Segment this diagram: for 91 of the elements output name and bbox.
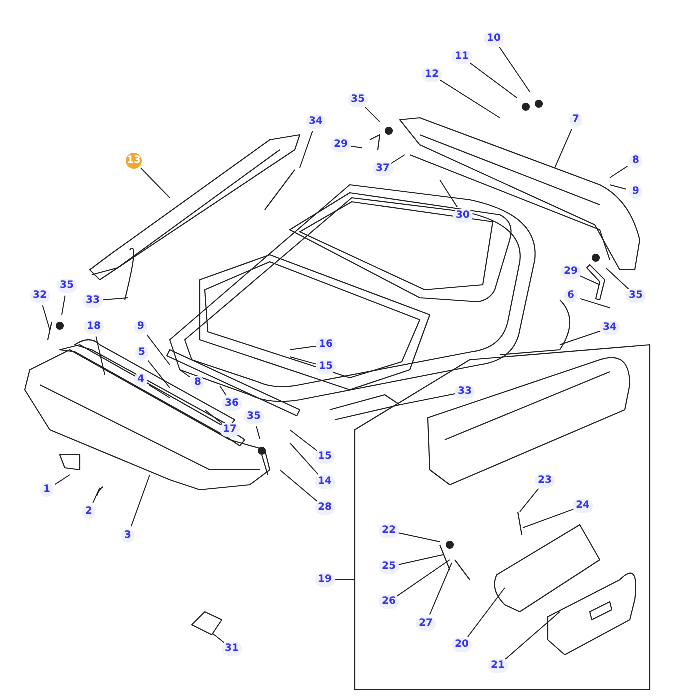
leader-line (102, 298, 128, 301)
leader-line (505, 612, 560, 660)
callout-number: 8 (192, 376, 204, 390)
leader-line (180, 370, 190, 378)
leader-line (554, 128, 572, 168)
callout-number: 10 (484, 32, 504, 46)
leader-line (280, 470, 318, 502)
leader-line (300, 130, 314, 168)
leader-line (396, 560, 450, 597)
callout-number: 2 (82, 505, 96, 519)
leader-line (220, 386, 227, 396)
callout-number: 13 (126, 153, 142, 169)
callout-number: 7 (570, 113, 582, 127)
leader-line (499, 46, 530, 92)
leader-line (350, 146, 362, 148)
leader-line (398, 554, 444, 566)
callout-number: 36 (222, 397, 242, 411)
callout-number: 27 (416, 617, 436, 631)
callout-number: 35 (244, 410, 264, 424)
leader-line (290, 430, 318, 452)
callout-number: 34 (306, 115, 326, 129)
leader-line (204, 410, 223, 424)
callout-number: 9 (134, 320, 148, 334)
callout-number: 5 (136, 346, 148, 360)
callout-number: 9 (630, 185, 642, 199)
leader-line (580, 276, 600, 286)
leader-line (520, 488, 540, 512)
callout-number: 14 (315, 475, 335, 489)
leader-line (522, 508, 574, 528)
leader-line (256, 426, 260, 440)
callout-number: 29 (331, 138, 351, 152)
callout-number: 34 (600, 321, 620, 335)
leader-line (92, 488, 100, 504)
callout-number: 32 (30, 289, 50, 303)
leader-line (140, 168, 170, 198)
leader-line (440, 80, 500, 118)
leader-line (148, 360, 170, 388)
leader-line (610, 166, 628, 178)
leader-line (146, 334, 170, 366)
callout-number: 11 (452, 50, 472, 64)
callout-number: 26 (379, 595, 399, 609)
leader-line (580, 298, 610, 308)
leader-line (610, 184, 627, 190)
callout-number: 16 (316, 338, 336, 352)
callout-number: 30 (453, 209, 473, 223)
callout-number: 28 (315, 501, 335, 515)
leader-line (149, 384, 170, 398)
leader-line (400, 393, 456, 406)
callout-number: 3 (122, 529, 134, 543)
callout-number: 29 (561, 265, 581, 279)
leader-line (429, 562, 452, 616)
callout-number: 8 (630, 154, 642, 168)
callout-number: 35 (626, 289, 646, 303)
callout-number: 33 (83, 294, 103, 308)
leader-line (398, 532, 440, 542)
callout-number: 24 (573, 499, 593, 513)
leader-line (290, 442, 319, 476)
leader-line (440, 180, 458, 208)
leader-line (606, 268, 630, 290)
callout-number: 1 (40, 483, 54, 497)
callout-number: 20 (452, 638, 472, 652)
callout-number: 21 (488, 659, 508, 673)
callout-number: 31 (222, 642, 242, 656)
leader-line (290, 346, 317, 350)
callout-number: 17 (220, 423, 240, 437)
callout-number: 18 (84, 320, 104, 334)
callout-number: 25 (379, 560, 399, 574)
leader-line (62, 295, 66, 316)
callout-number: 35 (348, 93, 368, 107)
leader-line (54, 474, 70, 486)
leader-line (364, 106, 380, 122)
callout-number: 19 (315, 573, 335, 587)
callout-number: 15 (315, 450, 335, 464)
callout-number: 12 (422, 68, 442, 82)
callout-number: 22 (379, 524, 399, 538)
leader-line (470, 62, 518, 98)
leader-line (290, 356, 317, 365)
leader-line (96, 336, 106, 376)
leader-line (212, 632, 225, 644)
callout-number: 4 (134, 373, 148, 387)
callout-number: 33 (455, 385, 475, 399)
leader-line (390, 154, 406, 164)
callout-number: 35 (57, 279, 77, 293)
leader-line (468, 588, 506, 638)
callout-number: 15 (316, 360, 336, 374)
leader-line (42, 305, 50, 330)
callout-number: 23 (535, 474, 555, 488)
callout-number: 6 (564, 289, 578, 303)
leader-line (130, 474, 150, 528)
leader-line (560, 330, 602, 346)
callout-number: 37 (373, 162, 393, 176)
